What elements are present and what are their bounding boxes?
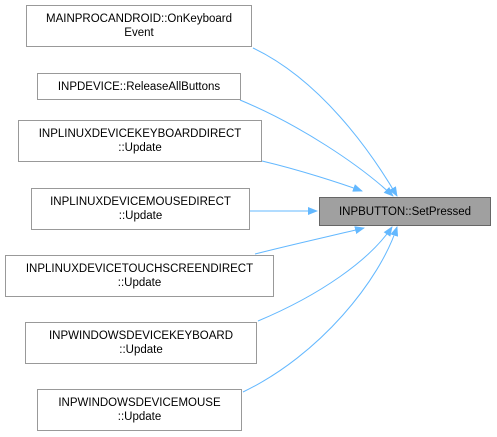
caller-node-inpwindowsdevicemouse-update[interactable]: INPWINDOWSDEVICEMOUSE ::Update: [37, 389, 242, 431]
target-node-inpbutton-setpressed[interactable]: INPBUTTON::SetPressed: [319, 197, 491, 226]
target-label: INPBUTTON::SetPressed: [338, 205, 472, 218]
caller-label-line2: ::Update: [118, 142, 162, 154]
caller-node-inplinuxdevicemousedirect-update[interactable]: INPLINUXDEVICEMOUSEDIRECT ::Update: [31, 188, 250, 230]
caller-label-line1: INPLINUXDEVICEMOUSEDIRECT: [50, 196, 231, 208]
edge-caller-5: [257, 226, 393, 322]
caller-label-line2: ::Update: [117, 411, 162, 423]
edge-caller-1: [239, 99, 394, 197]
caller-node-inplinuxdevicekeyboarddirect-update[interactable]: INPLINUXDEVICEKEYBOARDDIRECT ::Update: [18, 120, 262, 162]
edge-caller-2: [261, 160, 363, 192]
caller-label-line2: ::Update: [117, 277, 162, 289]
caller-label-line2: Event: [124, 27, 154, 39]
caller-label-line2: ::Update: [119, 344, 163, 356]
caller-label-line1: INPWINDOWSDEVICEKEYBOARD: [48, 330, 234, 342]
caller-label-line1: INPLINUXDEVICETOUCHSCREENDIRECT: [25, 263, 254, 275]
caller-node-inplinuxdevicetouchscreendirect-update[interactable]: INPLINUXDEVICETOUCHSCREENDIRECT ::Update: [5, 255, 274, 297]
caller-label-line1: INPLINUXDEVICEKEYBOARDDIRECT: [38, 128, 242, 140]
caller-label-line2: ::Update: [118, 210, 163, 222]
caller-node-inpwindowsdevicekeyboard-update[interactable]: INPWINDOWSDEVICEKEYBOARD ::Update: [25, 322, 257, 364]
caller-label-line1: INPDEVICE::ReleaseAllButtons: [57, 80, 221, 93]
caller-node-mainprocandroid-onkeyboardevent[interactable]: MAINPROCANDROID::OnKeyboard Event: [26, 5, 252, 47]
caller-node-inpdevice-releaseallbuttons[interactable]: INPDEVICE::ReleaseAllButtons: [37, 73, 241, 100]
edge-caller-4: [254, 226, 365, 255]
edge-caller-0: [252, 47, 398, 197]
caller-label-line1: INPWINDOWSDEVICEMOUSE: [58, 397, 221, 409]
caller-label-line1: MAINPROCANDROID::OnKeyboard: [46, 13, 232, 25]
edge-caller-6: [242, 226, 399, 393]
